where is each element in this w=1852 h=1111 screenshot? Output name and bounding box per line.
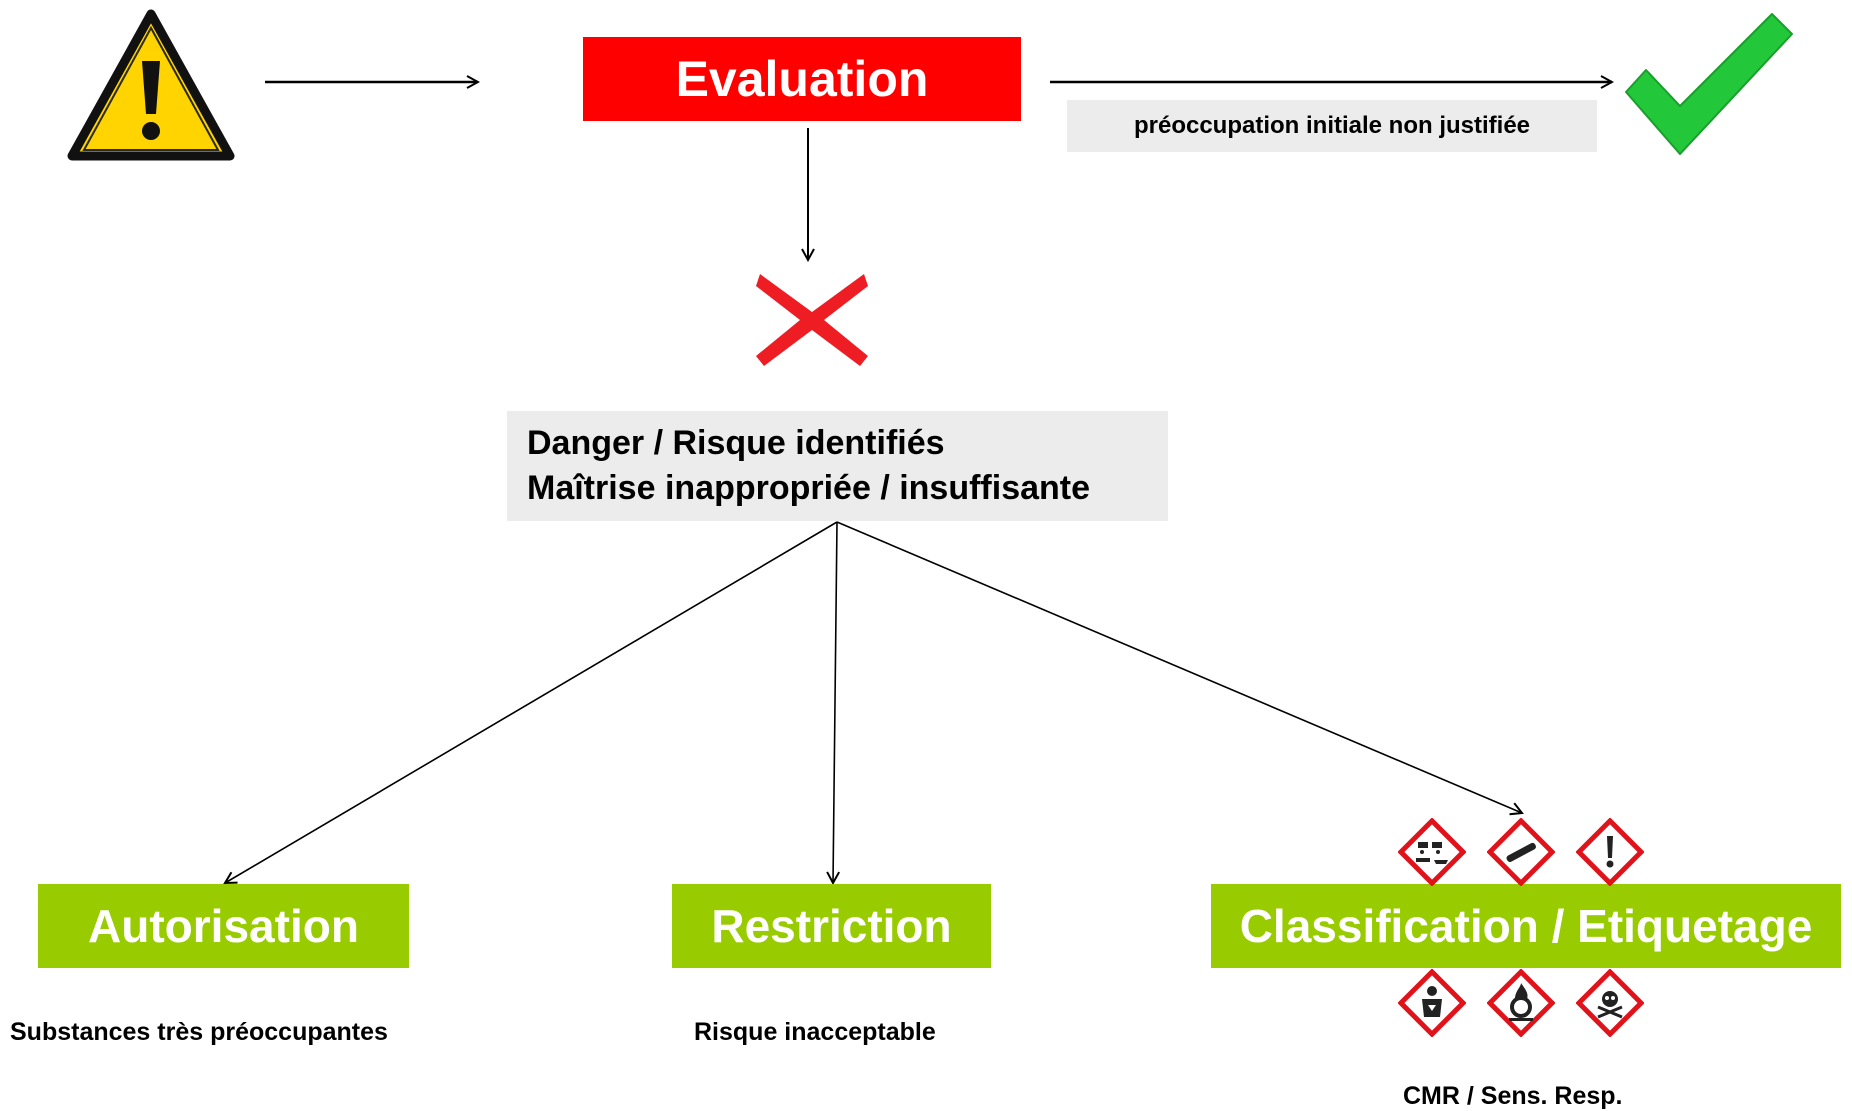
outcome-autorisation-caption: Substances très préoccupantes <box>10 1018 388 1046</box>
arrow-to-restriction <box>833 521 837 883</box>
not-justified-box: préoccupation initiale non justifiée <box>1067 100 1597 152</box>
outcome-autorisation: Autorisation <box>38 884 409 968</box>
evaluation-box: Evaluation <box>583 37 1021 121</box>
cross-icon <box>752 268 872 370</box>
identified-line-2: Maîtrise inappropriée / insuffisante <box>527 469 1091 507</box>
outcome-restriction-caption: Risque inacceptable <box>694 1018 936 1046</box>
health-hazard-pictogram <box>1397 968 1467 1038</box>
outcome-classification: Classification / Etiquetage <box>1211 884 1841 968</box>
arrow-to-classification <box>836 521 1522 813</box>
gas-cylinder-pictogram <box>1486 817 1556 887</box>
arrow-to-autorisation <box>225 521 838 883</box>
identified-line-1: Danger / Risque identifiés <box>527 424 945 462</box>
outcome-restriction: Restriction <box>672 884 991 968</box>
warning-icon <box>66 6 236 168</box>
checkmark-icon <box>1620 8 1798 156</box>
exclamation-pictogram <box>1575 817 1645 887</box>
skull-pictogram <box>1575 968 1645 1038</box>
oxidizer-pictogram <box>1486 968 1556 1038</box>
outcome-classification-label: Classification / Etiquetage <box>1239 900 1813 952</box>
outcome-autorisation-label: Autorisation <box>88 900 359 952</box>
identified-box: Danger / Risque identifiés Maîtrise inap… <box>507 411 1168 521</box>
outcome-classification-caption: CMR / Sens. Resp. <box>1403 1082 1623 1110</box>
corrosive-pictogram <box>1397 817 1467 887</box>
evaluation-label: Evaluation <box>675 51 929 107</box>
outcome-restriction-label: Restriction <box>711 900 952 952</box>
not-justified-label: préoccupation initiale non justifiée <box>1133 112 1531 139</box>
